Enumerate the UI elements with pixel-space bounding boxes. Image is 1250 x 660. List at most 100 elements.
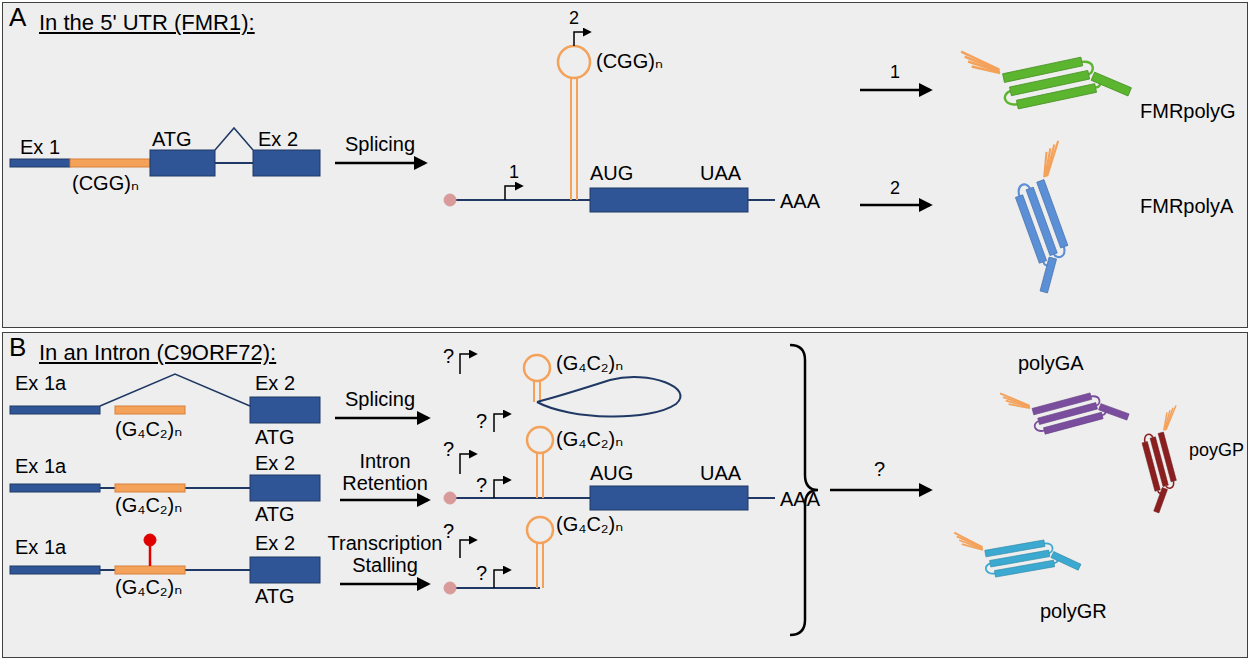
annotation-label: ?	[443, 438, 454, 461]
repeat-tail	[1006, 395, 1030, 413]
annotation-label: ?	[443, 345, 454, 368]
process-arrow	[335, 417, 428, 420]
annotation-label: (G₄C₂)ₙ	[556, 513, 623, 536]
annotation-label: (G₄C₂)ₙ	[115, 576, 182, 599]
start-arrow	[494, 414, 510, 432]
panel-letter: B	[9, 333, 26, 363]
repeat-region	[115, 406, 185, 414]
hairpin-stem	[536, 543, 538, 588]
repeat-tail	[962, 541, 983, 554]
exon-coding	[250, 475, 320, 501]
annotation-label: UAA	[700, 462, 741, 485]
splice-caret	[215, 128, 253, 150]
start-arrow	[460, 354, 476, 374]
panel-heading: In an Intron (C9ORF72):	[39, 340, 276, 365]
process-arrow	[860, 204, 930, 207]
coding-sequence	[590, 188, 748, 212]
annotation-label: ?	[874, 458, 885, 481]
annotation-label: 2	[569, 8, 579, 29]
process-arrow	[335, 162, 425, 165]
annotation-label: AUG	[590, 462, 633, 485]
mrna-cap	[444, 194, 456, 206]
mrna-line	[748, 199, 775, 201]
hairpin-stem	[533, 381, 535, 402]
start-arrow	[460, 454, 476, 474]
annotation-label: FMRpolyG	[1140, 100, 1236, 123]
annotation-label: AAA	[780, 488, 820, 511]
exon-coding	[150, 150, 215, 176]
repeat-tail	[1036, 152, 1054, 177]
annotation-label: Ex 1a	[15, 372, 66, 395]
start-arrow	[505, 186, 522, 200]
exon-coding	[250, 557, 320, 583]
repeat-tail	[1037, 145, 1064, 177]
mrna-line	[450, 497, 590, 499]
annotation-label: polyGR	[1040, 600, 1107, 623]
beta-strand	[994, 560, 1054, 577]
hairpin-stem	[576, 78, 578, 200]
annotation-label: Splicing	[345, 133, 415, 156]
stall-pin	[149, 546, 152, 566]
repeat-tail	[1037, 148, 1059, 177]
splice-caret	[100, 374, 250, 406]
exon-utr	[10, 159, 70, 167]
annotation-label: (G₄C₂)ₙ	[115, 494, 182, 517]
annotation-label: UAA	[700, 162, 741, 185]
process-arrow	[830, 489, 930, 492]
annotation-label: (G₄C₂)ₙ	[556, 352, 623, 375]
repeat-region	[115, 566, 185, 574]
repeat-tail	[1160, 412, 1172, 430]
annotation-label: Ex 2	[258, 128, 298, 151]
hairpin-stem	[539, 381, 541, 402]
repeat-tail	[1161, 405, 1182, 429]
process-arrow	[340, 499, 428, 502]
panel-letter: A	[9, 3, 26, 33]
panel-ground	[2, 332, 1248, 658]
hairpin-loop	[527, 427, 553, 453]
lariat	[537, 377, 680, 416]
exon-coding	[250, 397, 320, 423]
process-arrow	[340, 583, 428, 586]
stall-pin-head	[144, 534, 156, 546]
beta-strand	[1043, 412, 1103, 434]
protein-illustration	[1000, 363, 1130, 450]
beta-strand	[1016, 84, 1096, 109]
beta-strand	[1040, 257, 1056, 293]
start-arrow	[494, 480, 510, 498]
repeat-tail	[1160, 408, 1178, 430]
process-arrow	[860, 89, 930, 92]
repeat-tail	[1160, 410, 1175, 430]
hairpin-loop	[558, 46, 590, 78]
repeat-tail	[959, 536, 982, 552]
repeat-tail	[1037, 141, 1068, 176]
annotation-label: ATG	[255, 426, 295, 449]
annotation-label: (G₄C₂)ₙ	[556, 428, 623, 451]
exon-utr	[10, 484, 100, 492]
beta-strand	[1015, 195, 1046, 263]
beta-strand	[1099, 404, 1129, 420]
repeat-region	[115, 484, 185, 492]
repeat-tail	[968, 56, 1000, 78]
annotation-label: poyGP	[1189, 440, 1244, 461]
coding-sequence	[590, 486, 748, 510]
panel-heading: In the 5' UTR (FMR1):	[39, 10, 255, 35]
hairpin-loop	[527, 517, 553, 543]
annotation-label: Transcription Stalling	[320, 532, 450, 576]
annotation-label: 2	[890, 178, 900, 199]
repeat-tail	[1003, 391, 1030, 412]
mrna-cap	[444, 582, 456, 594]
protein-illustration	[954, 512, 1082, 590]
annotation-label: ATG	[255, 503, 295, 526]
panel-ground	[2, 2, 1248, 328]
repeat-region	[70, 159, 150, 167]
annotation-label: FMRpolyA	[1140, 195, 1233, 218]
annotation-label: (CGG)ₙ	[72, 172, 139, 195]
annotation-label: Ex 2	[255, 452, 295, 475]
annotation-label: (CGG)ₙ	[596, 50, 663, 73]
mrna-line	[450, 587, 540, 589]
annotation-label: 1	[509, 162, 519, 183]
annotation-label: Intron Retention	[325, 450, 445, 494]
hairpin-stem	[570, 78, 572, 200]
beta-strand	[1051, 552, 1081, 571]
